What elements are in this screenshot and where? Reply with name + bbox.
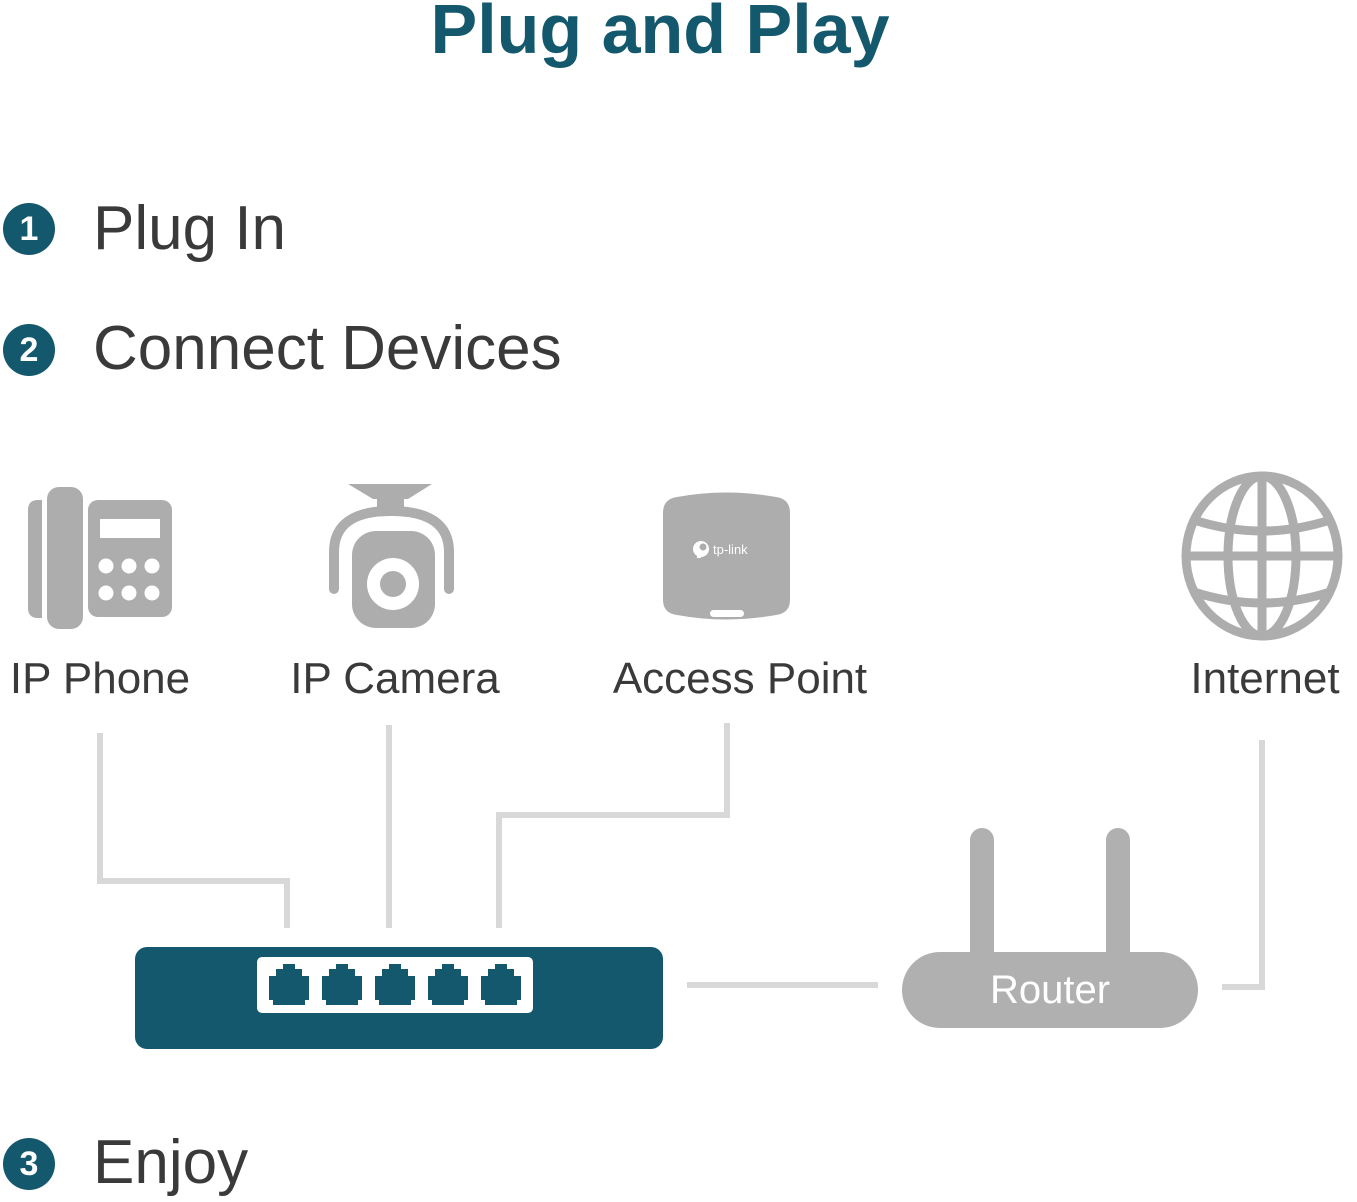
- router-antenna-right: [1106, 828, 1130, 978]
- tp-link-logo: tp-link: [693, 541, 748, 558]
- camera-lens: [380, 571, 406, 597]
- globe-north-latitude: [1192, 515, 1332, 536]
- cable-lines: [97, 723, 1265, 990]
- step-2-badge: 2: [3, 324, 55, 376]
- tp-link-logo-text: tp-link: [713, 542, 748, 557]
- phone-to-switch-line: [97, 733, 290, 928]
- step-1-badge: 1: [3, 203, 55, 255]
- access-point-led-bar: [710, 610, 744, 617]
- page-title: Plug and Play: [430, 0, 890, 68]
- step-3-badge: 3: [3, 1138, 55, 1190]
- ap-to-switch-line: [496, 723, 730, 928]
- switch: [135, 947, 663, 1049]
- router-antenna-left: [970, 828, 994, 978]
- phone-handset: [47, 487, 83, 629]
- camera-yoke: [329, 505, 454, 594]
- globe-south-latitude: [1192, 587, 1332, 608]
- access-point-body: [663, 492, 790, 620]
- phone-keypad: [98, 558, 160, 601]
- step-2-label: Connect Devices: [93, 314, 562, 383]
- router-icon: [902, 828, 1198, 1028]
- phone-cradle: [28, 500, 42, 618]
- internet-to-router-line: [1222, 740, 1265, 990]
- access-point-label: Access Point: [612, 654, 868, 703]
- step-1-label: Plug In: [93, 194, 287, 263]
- ip-camera-icon: [329, 484, 454, 628]
- router-label: Router: [989, 968, 1111, 1012]
- access-point-icon: tp-link: [663, 492, 790, 620]
- internet-label: Internet: [1190, 654, 1340, 703]
- ip-phone-icon: [28, 487, 172, 629]
- router-body: [902, 952, 1198, 1028]
- step-3-label: Enjoy: [93, 1128, 249, 1197]
- ip-camera-label: IP Camera: [290, 654, 500, 703]
- ip-phone-label: IP Phone: [9, 654, 191, 703]
- phone-display: [100, 519, 160, 538]
- internet-globe-icon: [1181, 471, 1343, 641]
- camera-mount: [348, 484, 432, 499]
